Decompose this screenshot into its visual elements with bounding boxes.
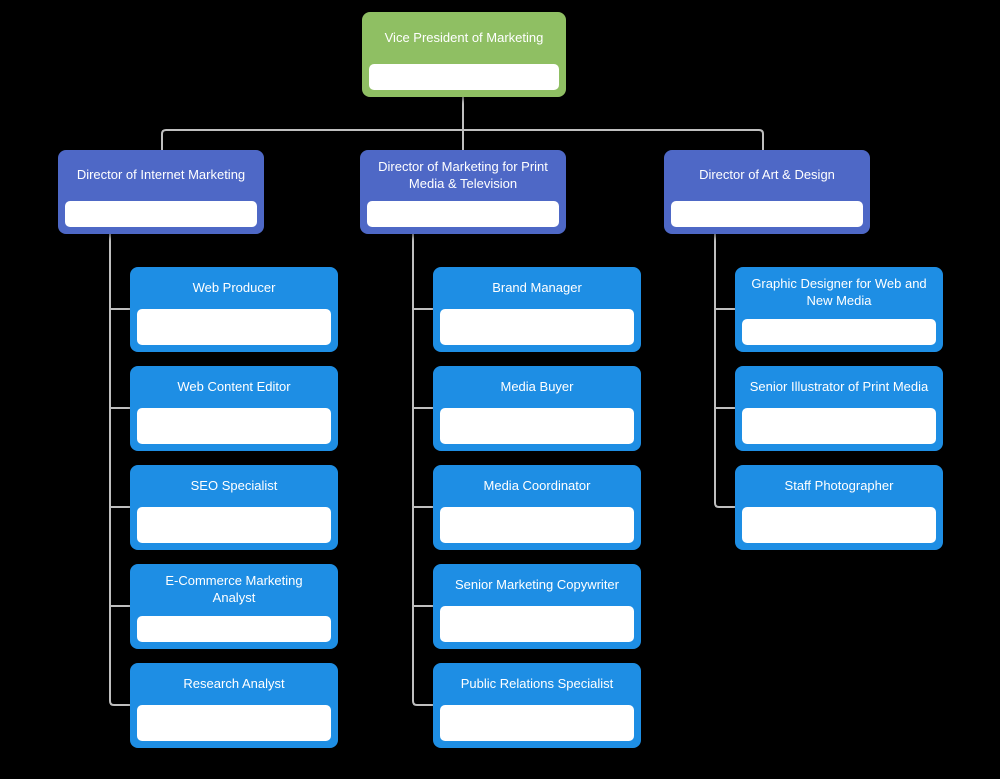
node-name-field[interactable] (137, 616, 331, 642)
org-node-senior-marketing-copywriter[interactable]: Senior Marketing Copywriter (433, 564, 641, 649)
org-node-brand-manager[interactable]: Brand Manager (433, 267, 641, 352)
node-title: Senior Illustrator of Print Media (749, 378, 929, 394)
node-name-field[interactable] (440, 705, 634, 741)
org-node-director-internet-marketing[interactable]: Director of Internet Marketing (58, 150, 264, 234)
node-name-field[interactable] (367, 201, 559, 227)
org-node-director-print-media-television[interactable]: Director of Marketing for Print Media & … (360, 150, 566, 234)
node-title: Director of Internet Marketing (76, 167, 246, 183)
node-title: Vice President of Marketing (384, 29, 544, 45)
node-name-field[interactable] (369, 64, 559, 90)
node-name-field[interactable] (742, 408, 936, 444)
node-name-field[interactable] (65, 201, 257, 227)
node-title: Graphic Designer for Web and New Media (751, 276, 927, 308)
node-title: Media Coordinator (483, 477, 591, 493)
node-title: E-Commerce Marketing Analyst (165, 573, 303, 605)
org-node-ecommerce-marketing-analyst[interactable]: E-Commerce Marketing Analyst (130, 564, 338, 649)
node-title: Staff Photographer (784, 477, 894, 493)
node-title: SEO Specialist (190, 477, 278, 493)
node-name-field[interactable] (440, 507, 634, 543)
org-node-staff-photographer[interactable]: Staff Photographer (735, 465, 943, 550)
node-name-field[interactable] (742, 507, 936, 543)
node-name-field[interactable] (440, 408, 634, 444)
node-title: Research Analyst (183, 675, 285, 691)
connector-branch3-trunk (714, 233, 735, 508)
org-node-seo-specialist[interactable]: SEO Specialist (130, 465, 338, 550)
node-name-field[interactable] (440, 309, 634, 345)
org-node-senior-illustrator-print-media[interactable]: Senior Illustrator of Print Media (735, 366, 943, 451)
org-node-public-relations-specialist[interactable]: Public Relations Specialist (433, 663, 641, 748)
node-title: Director of Art & Design (699, 167, 835, 183)
node-name-field[interactable] (137, 309, 331, 345)
org-node-media-coordinator[interactable]: Media Coordinator (433, 465, 641, 550)
org-node-media-buyer[interactable]: Media Buyer (433, 366, 641, 451)
node-name-field[interactable] (137, 507, 331, 543)
connector-branch2-trunk (412, 232, 433, 706)
node-title: Media Buyer (500, 378, 574, 394)
node-title: Brand Manager (492, 279, 582, 295)
node-title: Director of Marketing for Print Media & … (378, 158, 548, 191)
node-title: Senior Marketing Copywriter (454, 576, 619, 592)
org-node-director-art-design[interactable]: Director of Art & Design (664, 150, 870, 234)
node-title: Public Relations Specialist (460, 675, 614, 691)
org-node-research-analyst[interactable]: Research Analyst (130, 663, 338, 748)
node-name-field[interactable] (671, 201, 863, 227)
node-title: Web Content Editor (177, 378, 291, 394)
connector-director-rail (161, 129, 764, 150)
node-name-field[interactable] (440, 606, 634, 642)
org-node-vice-president-of-marketing[interactable]: Vice President of Marketing (362, 12, 566, 97)
org-node-graphic-designer-web-new-media[interactable]: Graphic Designer for Web and New Media (735, 267, 943, 352)
org-node-web-producer[interactable]: Web Producer (130, 267, 338, 352)
node-title: Web Producer (192, 279, 276, 295)
org-node-web-content-editor[interactable]: Web Content Editor (130, 366, 338, 451)
node-name-field[interactable] (137, 408, 331, 444)
node-name-field[interactable] (137, 705, 331, 741)
node-name-field[interactable] (742, 319, 936, 345)
connector-branch1-trunk (109, 233, 130, 706)
